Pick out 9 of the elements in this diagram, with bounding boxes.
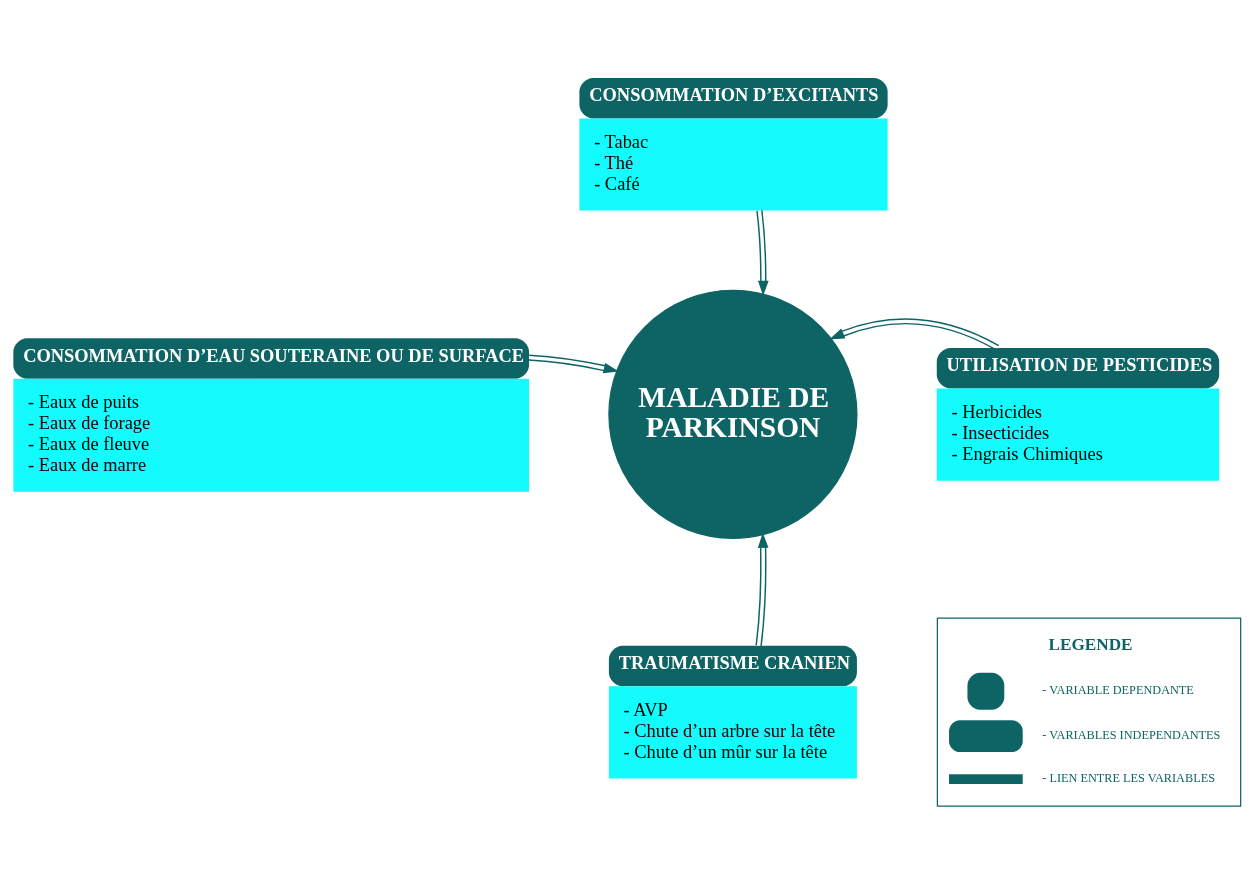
legend-label: - LIEN ENTRE LES VARIABLES bbox=[1042, 771, 1215, 786]
node-circle: MALADIE DE PARKINSON bbox=[608, 289, 858, 539]
arrow bbox=[755, 532, 769, 647]
arrow bbox=[528, 354, 619, 374]
arrow bbox=[756, 209, 769, 296]
label: LEGENDE bbox=[1048, 634, 1133, 654]
arrow bbox=[829, 318, 1000, 351]
legend-label: - VARIABLES INDEPENDANTES bbox=[1042, 728, 1221, 743]
legend-label: - VARIABLE DEPENDANTE bbox=[1042, 683, 1194, 698]
